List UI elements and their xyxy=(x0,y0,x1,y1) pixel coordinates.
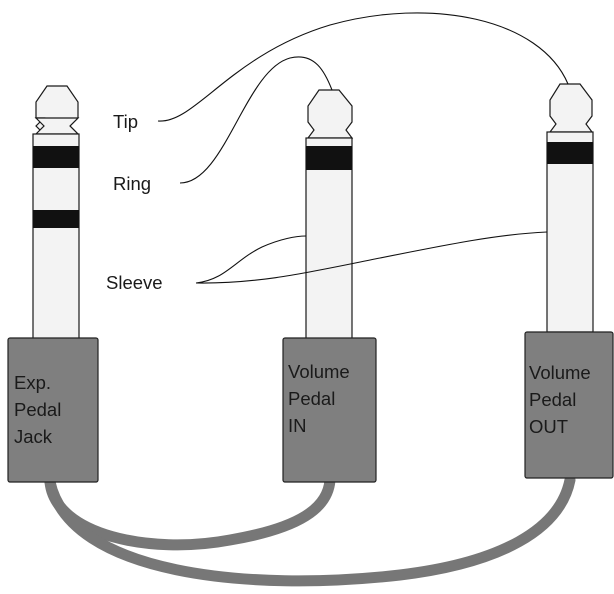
plug-shaft xyxy=(546,131,594,333)
wire-sleeve-to-vol-out xyxy=(195,231,548,284)
sleeve-insulator-band xyxy=(33,210,79,228)
plug-tip xyxy=(548,83,594,133)
housing-label-line-1: Volume xyxy=(529,362,591,383)
plug-shaft xyxy=(32,133,80,341)
plug-shaft xyxy=(305,137,353,341)
housing-label-line-3: Jack xyxy=(14,426,53,447)
ring-insulator-band xyxy=(306,146,352,170)
housing-label-line-2: Pedal xyxy=(14,399,61,420)
label-tip: Tip xyxy=(113,111,138,132)
ring-insulator-band xyxy=(33,146,79,168)
housing-label-line-1: Exp. xyxy=(14,372,51,393)
plug-volume-pedal-in: Volume Pedal IN xyxy=(282,89,377,483)
plug-housing xyxy=(7,337,99,483)
wire-tip xyxy=(157,12,569,122)
plug-housing xyxy=(282,337,377,483)
plug-exp-pedal-jack: Exp. Pedal Jack xyxy=(7,85,99,483)
label-ring: Ring xyxy=(113,173,151,194)
housing-label-line-3: OUT xyxy=(529,416,568,437)
cable-exp-to-vol-out xyxy=(44,474,576,587)
plug-volume-pedal-out: Volume Pedal OUT xyxy=(524,83,614,479)
label-sleeve: Sleeve xyxy=(106,272,163,293)
housing-label-line-2: Pedal xyxy=(529,389,576,410)
plug-tip xyxy=(306,89,354,139)
housing-label-line-2: Pedal xyxy=(288,388,335,409)
housing-label-line-1: Volume xyxy=(288,361,350,382)
ring-insulator-band xyxy=(547,142,593,164)
wire-ring xyxy=(179,56,333,184)
plug-housing xyxy=(524,331,614,479)
housing-label-line-3: IN xyxy=(288,415,307,436)
wire-sleeve-to-vol-in xyxy=(195,235,307,284)
